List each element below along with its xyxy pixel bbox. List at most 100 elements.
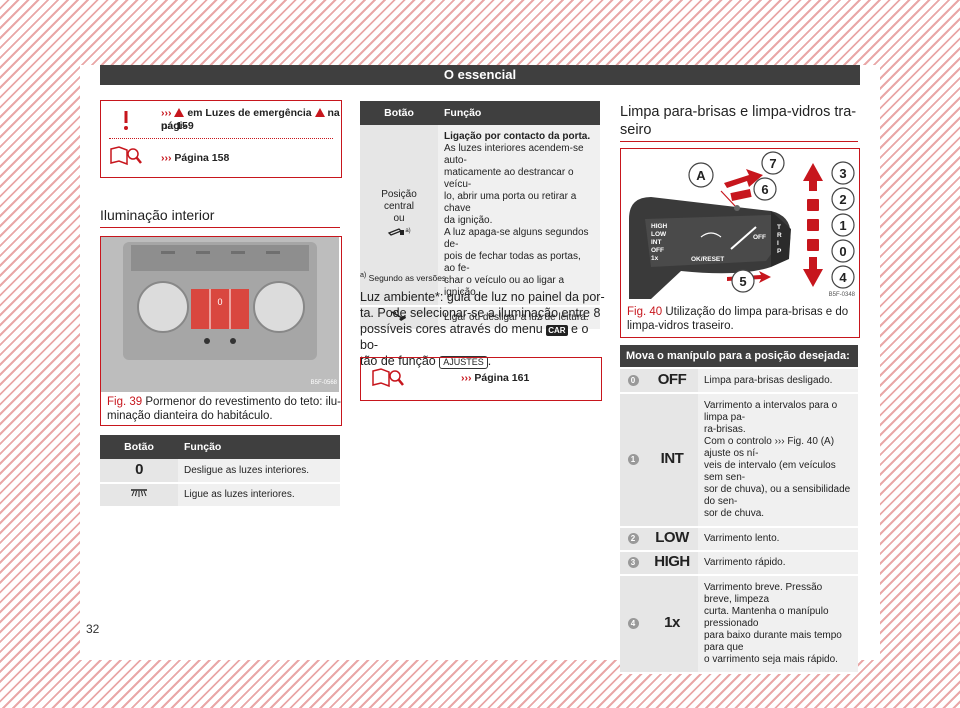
wiper-table-header: Mova o manípulo para a posição desejada: — [620, 345, 858, 367]
figure-code: B5F-0348 — [828, 292, 855, 298]
table-cell-line: maticamente ao destrancar o veícu- — [444, 167, 574, 190]
callout-5: 5 — [739, 274, 746, 289]
door-contact-table: Botão Função Posição central ou a) Ligaç… — [360, 101, 600, 331]
table-cell-line: veis de intervalo (em veículos sem sen- — [704, 460, 836, 483]
footnote-text: Segundo as versões. — [368, 272, 449, 283]
stalk-label-p: P — [777, 248, 782, 255]
column-header: Função — [438, 101, 600, 125]
table-cell: Limpa para-brisas desligado. — [698, 369, 858, 394]
reading-light-icon — [391, 309, 406, 321]
link-arrows: ››› — [161, 152, 172, 164]
table-cell-line: A luz apaga-se alguns segundos de- — [444, 227, 589, 250]
stalk-label-t: T — [777, 224, 781, 231]
interior-lamp-icon — [131, 489, 147, 497]
wiper-positions-table: 0 OFF Limpa para-brisas desligado. 1 INT… — [620, 369, 858, 674]
page-number: 32 — [86, 622, 100, 636]
callout-7: 7 — [769, 156, 776, 171]
footnote-ref: a) — [405, 228, 411, 235]
stalk-label-off: OFF — [651, 247, 664, 254]
book-magnifier-icon — [110, 146, 142, 166]
callout-0: 0 — [839, 244, 846, 259]
stalk-label-i: I — [777, 240, 779, 247]
position-code: OFF — [657, 370, 687, 388]
figure-caption-line1: Utilização do limpa para-brisas e do — [665, 306, 849, 318]
table-cell: Ligue as luzes interiores. — [178, 483, 340, 508]
ceiling-light-illustration: 0 — [101, 237, 339, 392]
table-cell-line: Varrimento breve. Pressão breve, limpeza — [704, 582, 823, 605]
section-underline — [100, 227, 340, 228]
link-arrows: ››› — [461, 372, 472, 384]
button-zero-symbol: 0 — [135, 460, 143, 478]
table-cell: Desligue as luzes interiores. — [178, 459, 340, 484]
section-title-line: Limpa para-brisas e limpa-vidros tra- — [620, 104, 857, 120]
warning-link-text[interactable]: em Luzes de emergência — [187, 107, 312, 119]
column-header: Função — [178, 435, 340, 459]
button-or-label: ou — [393, 213, 405, 225]
stalk-label-rear-off: OFF — [753, 234, 766, 241]
callout-1: 1 — [839, 218, 846, 233]
position-number: 1 — [627, 454, 639, 465]
table-cell-line: pois de fechar todas as portas, ao fe- — [444, 251, 581, 274]
door-contact-lamp-icon — [388, 227, 405, 236]
table-cell-line: curta. Mantenha o manípulo pressionado — [704, 606, 829, 629]
stalk-label-1x: 1x — [651, 255, 659, 262]
column-header: Botão — [100, 435, 178, 459]
table-cell-line: o varrimento seja mais rápido. — [704, 654, 838, 665]
figure-caption-line2: minação dianteira do habitáculo. — [107, 410, 273, 422]
position-number: 0 — [627, 374, 639, 386]
stalk-label-high: HIGH — [651, 223, 668, 230]
stalk-label-low: LOW — [651, 231, 667, 238]
page-reference-link[interactable]: Página 161 — [474, 372, 530, 384]
table-cell-line: char o veículo ou ao ligar a ignição. — [444, 275, 565, 298]
position-number: 4 — [627, 618, 639, 629]
callout-4: 4 — [839, 270, 847, 285]
figure-caption-line1: Pormenor do revestimento do teto: ilu- — [145, 396, 341, 408]
callout-a: A — [696, 168, 706, 183]
table-cell-line: da ignição. — [444, 215, 493, 226]
warning-line2: na 159 — [161, 120, 194, 132]
warning-triangle-icon — [314, 108, 325, 117]
dotted-divider — [109, 138, 333, 139]
car-menu-key[interactable]: CAR — [546, 325, 568, 336]
table-cell-line: Ligação por contacto da porta. — [444, 131, 591, 142]
table-cell-line: Varrimento a intervalos para o limpa pa- — [704, 400, 838, 423]
footnote-mark: a) — [360, 271, 367, 279]
position-code: 1x — [664, 614, 680, 631]
callout-2: 2 — [839, 192, 846, 207]
section-title-line: seiro — [620, 122, 652, 138]
position-number: 3 — [627, 557, 639, 568]
warning-triangle-icon — [174, 108, 185, 117]
callout-6: 6 — [761, 182, 768, 197]
page-reference-link[interactable]: Página 158 — [174, 152, 230, 164]
link-arrows: ››› — [161, 107, 172, 119]
book-magnifier-icon — [372, 368, 404, 388]
table-cell: Varrimento rápido. — [698, 551, 858, 576]
position-code: INT — [660, 450, 684, 467]
table-cell: Ligar ou desligar a luz de leitura. — [438, 306, 600, 331]
section-title-wipers: Limpa para-brisas e limpa-vidros tra- se… — [620, 103, 856, 139]
position-number: 2 — [627, 533, 639, 544]
button-position-label: Posição central — [381, 189, 417, 213]
settings-function-key[interactable]: AJUSTES — [439, 356, 488, 369]
ambient-light-paragraph: Luz ambiente*: guia de luz no painel da … — [360, 289, 605, 369]
column-header: Botão — [360, 101, 438, 125]
reference-box: ››› Página 161 — [360, 357, 602, 401]
warning-link-suffix: na pági- — [161, 107, 340, 132]
callout-3: 3 — [839, 166, 846, 181]
paragraph-line: e o bo- — [360, 322, 589, 352]
wiper-stalk-illustration: HIGH LOW INT OFF 1x OK/RESET OFF T R I P — [629, 151, 855, 299]
table-cell-line: Com o controlo ››› Fig. 40 (A) ajuste os… — [704, 436, 835, 459]
paragraph-line: Luz ambiente*: guia de luz no painel da … — [360, 290, 605, 304]
stalk-label-r: R — [777, 232, 782, 239]
svg-text:0: 0 — [217, 297, 222, 307]
stalk-label-int: INT — [651, 239, 662, 246]
figure-caption-line2: limpa-vidros traseiro. — [627, 320, 734, 332]
section-underline — [620, 141, 858, 142]
paragraph-line: possíveis cores através do menu — [360, 322, 543, 336]
table-cell-line: ra-brisas. — [704, 424, 746, 435]
warning-box: ››› em Luzes de emergência na pági- na 1… — [100, 100, 342, 178]
figure-code: B5F-0568 — [310, 380, 337, 386]
table-cell: Varrimento lento. — [698, 527, 858, 552]
table-cell-line: As luzes interiores acendem-se auto- — [444, 143, 584, 166]
position-code: LOW — [655, 529, 689, 546]
